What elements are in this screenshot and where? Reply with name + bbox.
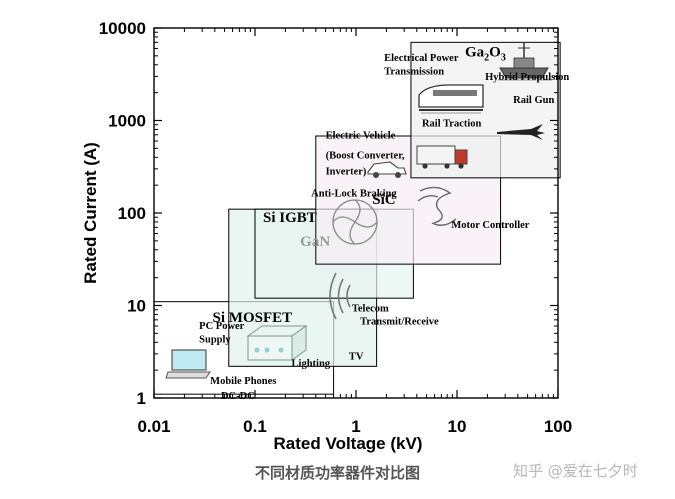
motor-coil-icon (417, 186, 457, 226)
annotation-9: Motor Controller (451, 220, 529, 231)
y-tick-label-0: 1 (137, 389, 146, 408)
annotation-17: DC-DC (221, 391, 255, 402)
power-supply-icon (246, 325, 308, 361)
annotation-15: TV (349, 352, 364, 363)
warship-icon (498, 42, 552, 81)
y-tick-label-2: 100 (118, 204, 146, 223)
x-tick-label-2: 1 (351, 417, 360, 436)
annotation-0: Electrical Power (384, 53, 459, 64)
fan-icon (332, 199, 378, 245)
y-axis-label: Rated Current (A) (81, 142, 100, 284)
region-label-ga2o3: Ga2O3 (465, 45, 506, 64)
y-tick-label-4: 10000 (99, 19, 146, 38)
laptop-icon (165, 349, 211, 379)
x-tick-label-1: 0.1 (243, 417, 267, 436)
train-icon (418, 84, 484, 114)
annotation-8: Anti-Lock Braking (311, 189, 397, 200)
annotation-14: Lighting (292, 358, 331, 369)
x-axis-label: Rated Voltage (kV) (274, 434, 423, 453)
annotation-16: Mobile Phones (210, 376, 276, 387)
car-icon (367, 161, 407, 178)
x-tick-label-0: 0.01 (137, 417, 170, 436)
region-label-gan: GaN (300, 234, 330, 250)
annotation-6: (Boost Converter, (326, 150, 405, 161)
annotation-4: Rail Traction (422, 119, 482, 130)
x-tick-label-3: 10 (448, 417, 467, 436)
annotation-2: Hybrid Propulsion (485, 72, 569, 83)
x-tick-label-4: 100 (544, 417, 572, 436)
truck-icon (416, 145, 468, 169)
annotation-3: Rail Gun (513, 95, 554, 106)
icons-layer (165, 42, 552, 379)
region-label-si-mosfet: Si MOSFET (213, 310, 293, 326)
figure-caption: 不同材质功率器件对比图 (254, 464, 420, 482)
y-tick-label-1: 10 (127, 297, 146, 316)
annotation-10: Telecom (352, 304, 389, 315)
annotation-11: Transmit/Receive (360, 317, 439, 328)
annotation-13: Supply (199, 334, 231, 345)
antenna-waves-icon (329, 272, 351, 320)
region-label-si-igbt: Si IGBT (263, 210, 317, 226)
watermark: 知乎 @爱在七夕时 (513, 462, 638, 480)
region-label-sic: SiC (372, 192, 395, 208)
y-tick-label-3: 1000 (108, 112, 146, 131)
annotation-5: Electric Vehicle (326, 130, 396, 141)
annotation-12: PC Power (199, 321, 245, 332)
annotation-1: Transmission (384, 66, 444, 77)
jet-icon (497, 124, 545, 140)
chart: Si MOSFET Si IGBT GaN SiC Ga2O3 (81, 19, 572, 453)
annotation-7: Inverter) (326, 167, 367, 178)
